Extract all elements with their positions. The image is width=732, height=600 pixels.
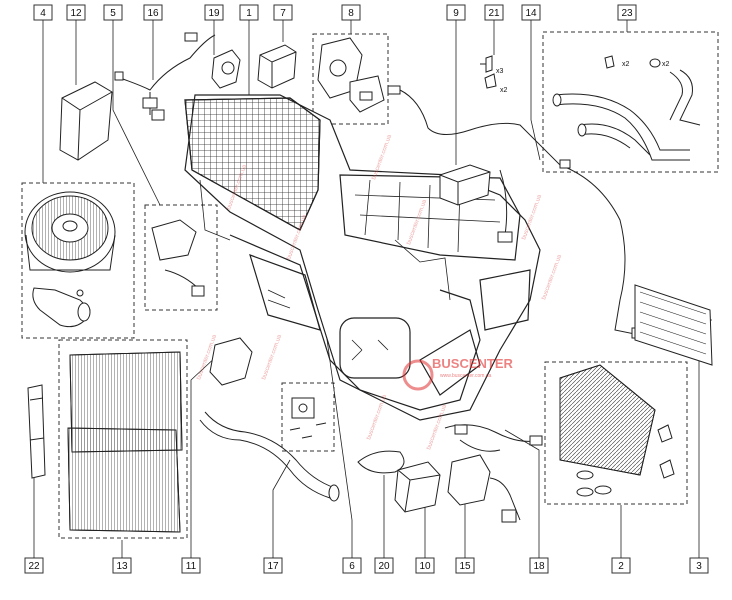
callout-4-text: 4 bbox=[40, 8, 46, 19]
callout-8-text: 8 bbox=[348, 8, 354, 19]
callout-20-text: 20 bbox=[378, 561, 390, 572]
callout-22-text: 22 bbox=[28, 561, 40, 572]
group-box-23 bbox=[542, 31, 719, 173]
callout-12: 12 bbox=[66, 4, 86, 21]
callout-5: 5 bbox=[103, 4, 123, 21]
air-deflector-22 bbox=[27, 384, 46, 479]
callout-7: 7 bbox=[273, 4, 293, 21]
group-box-2 bbox=[544, 361, 688, 505]
callout-3: 3 bbox=[689, 557, 709, 574]
callout-21-text: 21 bbox=[488, 8, 500, 19]
drain-hose-17 bbox=[199, 411, 340, 502]
actuator-15 bbox=[447, 454, 521, 523]
expansion-valve-6 bbox=[289, 397, 327, 439]
small-actuator-19 bbox=[211, 49, 241, 89]
sensor-7 bbox=[257, 44, 297, 89]
callout-10-text: 10 bbox=[419, 561, 431, 572]
seal-20 bbox=[357, 450, 405, 474]
watermark-logo-mark bbox=[402, 359, 434, 391]
callout-20: 20 bbox=[374, 557, 394, 574]
callout-1-text: 1 bbox=[246, 8, 252, 19]
callout-22: 22 bbox=[24, 557, 44, 574]
callout-19: 19 bbox=[204, 4, 224, 21]
watermark-logo: BUSCENTER bbox=[432, 356, 514, 371]
callout-8: 8 bbox=[341, 4, 361, 21]
group-box-6 bbox=[281, 382, 335, 452]
callout-12-text: 12 bbox=[70, 8, 82, 19]
wiring-harness-18 bbox=[444, 424, 543, 452]
group-box-8 bbox=[312, 33, 389, 125]
actuator-set-8 bbox=[317, 37, 385, 113]
callout-15-text: 15 bbox=[459, 561, 471, 572]
watermark-site-6: buscenter.com.ua bbox=[541, 254, 563, 301]
callout-14: 14 bbox=[521, 4, 541, 21]
watermark-site-8: buscenter.com.ua bbox=[261, 334, 283, 381]
callout-23-text: 23 bbox=[621, 8, 633, 19]
callout-11: 11 bbox=[181, 557, 201, 574]
callout-2-text: 2 bbox=[618, 561, 624, 572]
caption-x2-clip: x2 bbox=[500, 87, 508, 94]
group-box-4 bbox=[21, 182, 135, 339]
control-module bbox=[59, 81, 113, 161]
callout-18-text: 18 bbox=[533, 561, 545, 572]
actuator-9 bbox=[439, 164, 491, 206]
watermark-tagline: www.buscenter.com.ua bbox=[440, 373, 492, 379]
blower-resistor-5 bbox=[151, 219, 205, 297]
callout-3-text: 3 bbox=[696, 561, 702, 572]
callout-1: 1 bbox=[239, 4, 259, 21]
caption-x2-23a: x2 bbox=[622, 61, 630, 68]
callout-9-text: 9 bbox=[453, 8, 459, 19]
sensor-11 bbox=[209, 337, 253, 386]
heater-pipes-23: x2 x2 bbox=[552, 55, 701, 161]
callout-21: 21 bbox=[484, 4, 504, 21]
watermark-site-9: buscenter.com.ua bbox=[366, 394, 388, 441]
callout-23: 23 bbox=[617, 4, 637, 21]
caption-x3: x3 bbox=[496, 68, 504, 75]
callout-17-text: 17 bbox=[267, 561, 279, 572]
callout-7-text: 7 bbox=[280, 8, 286, 19]
callout-16-text: 16 bbox=[147, 8, 159, 19]
caption-x2-23b: x2 bbox=[662, 61, 670, 68]
callout-13-text: 13 bbox=[116, 561, 128, 572]
callout-11-text: 11 bbox=[186, 561, 197, 572]
cabin-filters-13 bbox=[67, 351, 183, 533]
group-box-13 bbox=[58, 339, 188, 539]
callout-9: 9 bbox=[446, 4, 466, 21]
screws-21: x3 x2 bbox=[480, 55, 508, 94]
callout-10: 10 bbox=[415, 557, 435, 574]
heater-element-3 bbox=[634, 284, 713, 366]
callout-4: 4 bbox=[33, 4, 53, 21]
callout-19-text: 19 bbox=[208, 8, 220, 19]
wiring-harness bbox=[114, 32, 216, 121]
callout-14-text: 14 bbox=[525, 8, 537, 19]
callout-13: 13 bbox=[112, 557, 132, 574]
callout-16: 16 bbox=[143, 4, 163, 21]
group-boxes bbox=[21, 31, 719, 539]
blower-motor bbox=[24, 191, 116, 328]
heater-core-2 bbox=[559, 364, 675, 497]
callout-17: 17 bbox=[263, 557, 283, 574]
actuator-10 bbox=[394, 461, 441, 513]
callout-18: 18 bbox=[529, 557, 549, 574]
group-box-5 bbox=[144, 204, 218, 311]
callout-5-text: 5 bbox=[110, 8, 116, 19]
callout-2: 2 bbox=[611, 557, 631, 574]
callout-6-text: 6 bbox=[349, 561, 355, 572]
callout-15: 15 bbox=[455, 557, 475, 574]
callout-6: 6 bbox=[342, 557, 362, 574]
